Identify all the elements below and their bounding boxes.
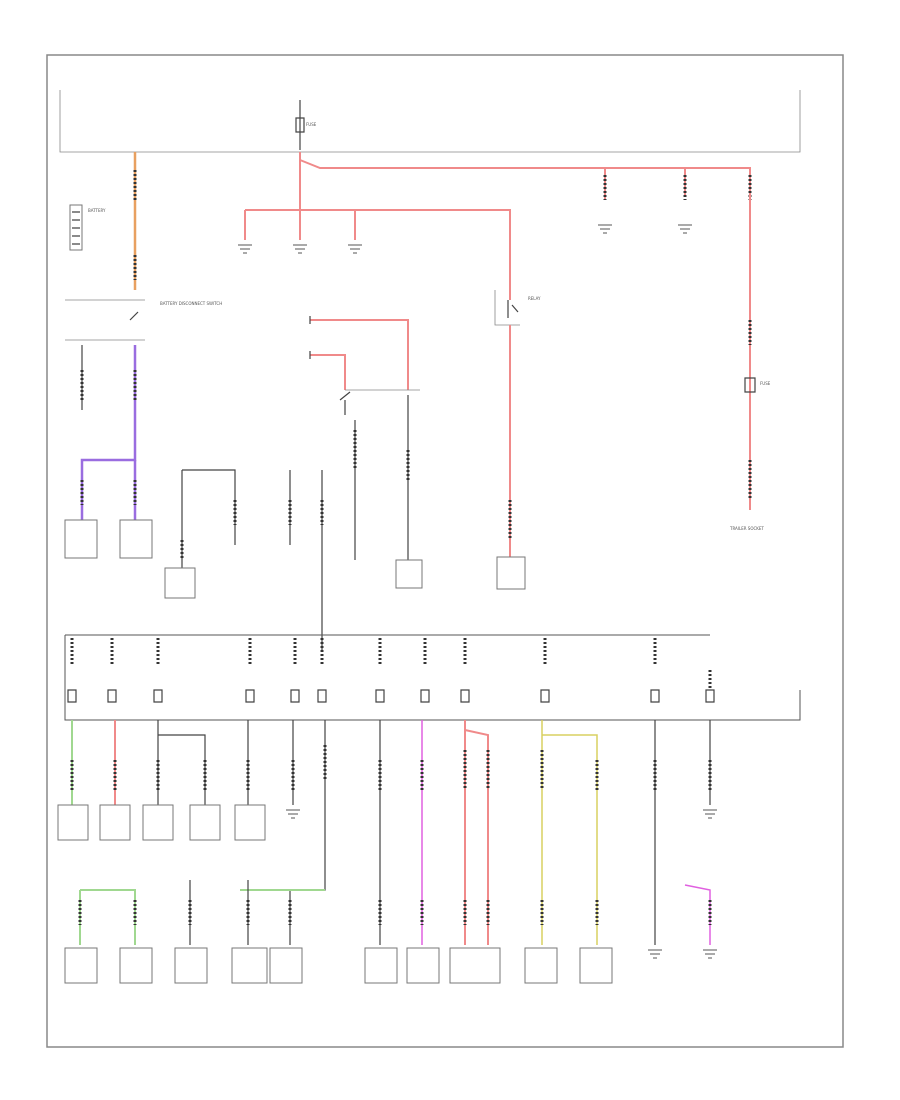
lower-box-row-1 (57, 804, 717, 841)
red-mid-2 (310, 354, 346, 390)
top-fuse-symbol (295, 117, 305, 133)
component-box-1 (64, 519, 98, 559)
right-fuse-symbol (744, 377, 756, 393)
relay-contact (507, 300, 519, 318)
disconnect-switch-contact (129, 311, 139, 321)
wire-158-205 (158, 734, 206, 805)
component-box-408 (395, 559, 423, 589)
lower-connectors-2 (78, 900, 712, 925)
component-box-2 (119, 519, 153, 559)
battery-symbol: BATTERY (69, 204, 106, 251)
disconnect-switch-label: BATTERY DISCONNECT SWITCH (160, 301, 222, 306)
relay-label: RELAY (528, 296, 541, 301)
component-box-relay (496, 556, 526, 590)
right-fuse-label: FUSE (760, 381, 771, 386)
wire-325 (289, 720, 326, 945)
top-fuse-label: FUSE (306, 122, 317, 127)
lower-wire-connectors (70, 745, 712, 790)
red-to-right-group (605, 167, 751, 195)
ignition-switch (339, 391, 351, 415)
wire-182-235 (182, 469, 236, 545)
lower-box-row-2 (64, 947, 717, 984)
lower-fuse-symbols (67, 689, 715, 703)
diagram-frame (46, 54, 844, 1048)
wire-green-cross (80, 889, 136, 945)
red-main-right (299, 159, 606, 200)
wire-pink-710 (684, 884, 711, 945)
disconnect-switch-box (65, 299, 145, 341)
top-fuse-box (59, 90, 801, 153)
wire-red-488 (464, 729, 489, 945)
trailer-label: TRAILER SOCKET (729, 526, 764, 531)
lower-fuse-connectors (70, 638, 712, 690)
wire-purple-left (80, 345, 137, 520)
red-to-relay (355, 209, 511, 300)
lower-fuse-panel (64, 634, 801, 721)
ground-group-top (238, 224, 692, 254)
relay-outline (494, 290, 520, 326)
red-mid-1 (310, 319, 409, 390)
wire-yellow-597 (542, 734, 598, 945)
battery-label: BATTERY (88, 208, 106, 213)
component-box-182 (164, 567, 196, 599)
